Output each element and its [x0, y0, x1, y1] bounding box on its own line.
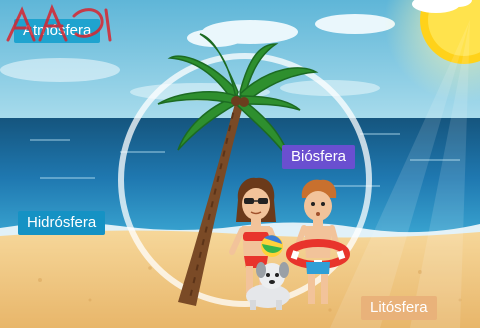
biosfera-label: Biósfera [282, 145, 355, 169]
litosfera-label: Litósfera [361, 296, 437, 320]
watermark-stamp [0, 0, 120, 44]
hidrosfera-label: Hidrósfera [18, 211, 105, 235]
